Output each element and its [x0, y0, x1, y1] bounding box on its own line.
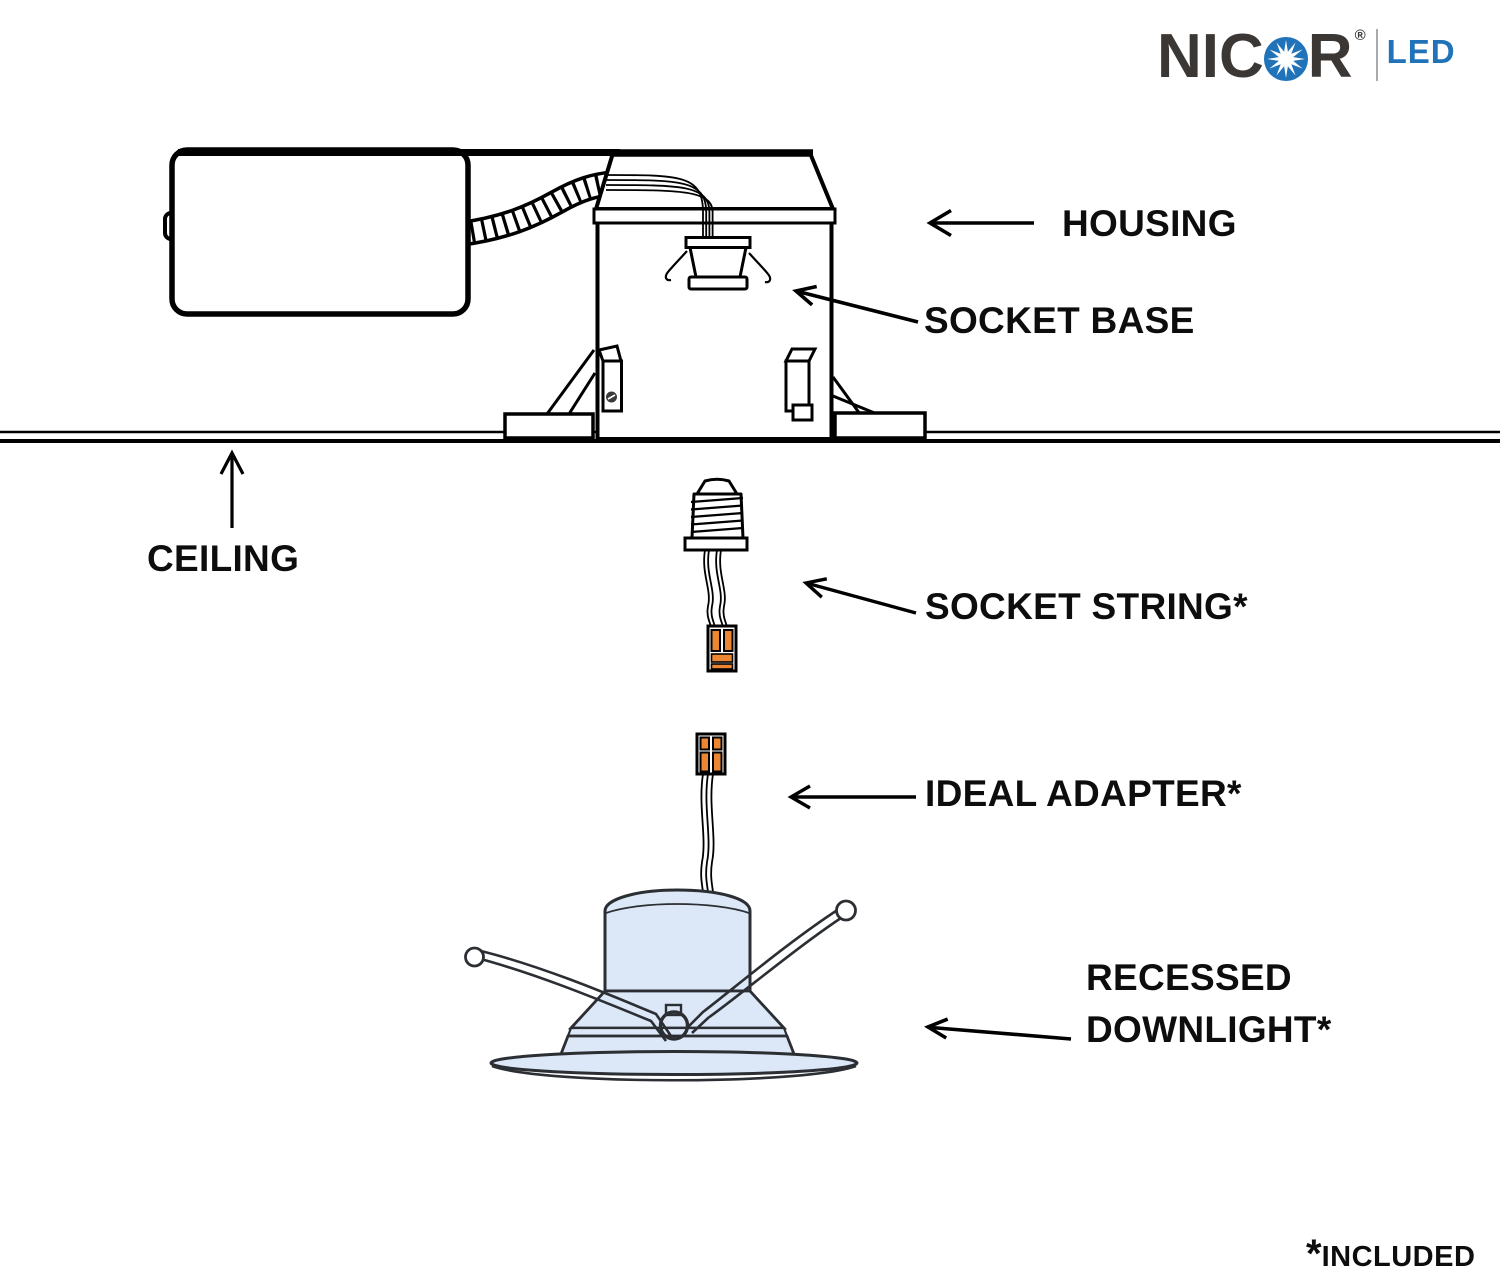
- footnote-asterisk: *: [1306, 1232, 1322, 1276]
- brand-name-prefix: NIC: [1157, 22, 1264, 91]
- socket-string-label: SOCKET STRING*: [925, 586, 1248, 627]
- ceiling-label: CEILING: [147, 538, 300, 579]
- recessed-downlight-label-line2: DOWNLIGHT*: [1086, 1009, 1332, 1050]
- housing-wires: [605, 174, 714, 239]
- housing-label: HOUSING: [1062, 203, 1237, 244]
- registered-mark: ®: [1354, 27, 1366, 44]
- ideal-adapter-wires: [700, 773, 715, 893]
- housing-arrow-icon: [926, 208, 1034, 238]
- socket-base-arrow-icon: [792, 284, 919, 324]
- socket-string-connector: [706, 624, 738, 673]
- footnote-text: INCLUDED: [1321, 1241, 1476, 1273]
- socket-base: [664, 236, 772, 291]
- recessed-downlight-label: RECESSED DOWNLIGHT*: [1086, 952, 1332, 1056]
- recessed-downlight-label-line1: RECESSED: [1086, 957, 1292, 998]
- mounting-brackets: [503, 344, 927, 440]
- socket-base-label: SOCKET BASE: [924, 300, 1195, 341]
- ideal-adapter-connector: [695, 732, 727, 776]
- flex-conduit-icon: [458, 170, 616, 247]
- socket-string-arrow-icon: [802, 577, 917, 615]
- brand-name-suffix: R: [1307, 22, 1353, 91]
- torsion-springs: [464, 899, 857, 1042]
- ideal-adapter-label: IDEAL ADAPTER*: [925, 773, 1242, 814]
- sub-brand: LED: [1386, 33, 1456, 70]
- ceiling-arrow-icon: [219, 449, 245, 528]
- included-footnote: *INCLUDED: [1306, 1234, 1475, 1274]
- brand-logo: NIC R ® LED: [1157, 26, 1456, 88]
- socket-string-wires: [703, 549, 728, 628]
- junction-box: [163, 147, 471, 317]
- downlight-arrow-icon: [923, 1017, 1072, 1041]
- socket-string: [683, 477, 749, 673]
- logo-divider: [1375, 29, 1378, 81]
- brand-name: NIC R: [1157, 26, 1353, 88]
- nicor-star-o-icon: [1263, 37, 1308, 81]
- ideal-adapter-arrow-icon: [787, 784, 916, 810]
- recessed-downlight: [464, 888, 859, 1082]
- ideal-adapter: [695, 732, 727, 893]
